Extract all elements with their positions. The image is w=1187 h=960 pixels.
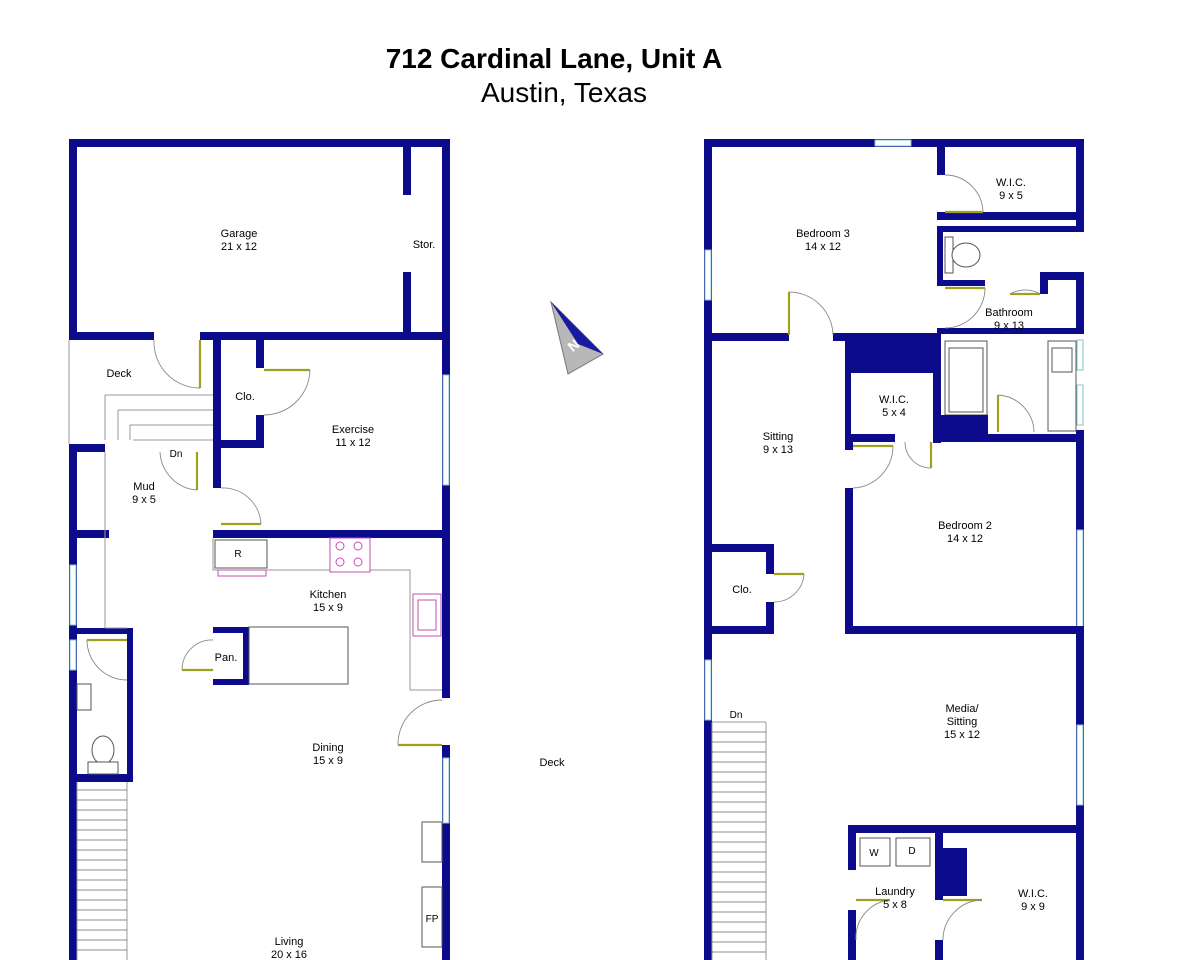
plan-title: 712 Cardinal Lane, Unit A: [386, 43, 723, 74]
garage-name: Garage: [221, 228, 258, 240]
dining-size: 15 x 9: [313, 755, 343, 767]
media-size: 15 x 12: [944, 729, 980, 741]
mud-size: 9 x 5: [132, 494, 156, 506]
deck-side-name: Deck: [539, 757, 565, 769]
exercise-name: Exercise: [332, 424, 374, 436]
bathroom-name: Bathroom: [985, 307, 1033, 319]
kitchen-size: 15 x 9: [313, 602, 343, 614]
wic-bottom-name: W.I.C.: [1018, 888, 1048, 900]
wic-top-name: W.I.C.: [996, 177, 1026, 189]
sitting-name: Sitting: [763, 431, 794, 443]
exercise-size: 11 x 12: [335, 437, 370, 449]
north-arrow-icon: N: [550, 300, 604, 375]
deck-top-name: Deck: [106, 368, 132, 380]
down-label-second: Dn: [730, 710, 743, 721]
wic-mid-name: W.I.C.: [879, 394, 909, 406]
media-name-line2: Sitting: [947, 716, 978, 728]
kitchen-name: Kitchen: [310, 589, 347, 601]
plan-subtitle: Austin, Texas: [481, 77, 647, 108]
wic-mid-size: 5 x 4: [882, 407, 906, 419]
closet-name: Clo.: [235, 391, 255, 403]
living-size: 20 x 16: [271, 949, 307, 960]
second-floor: W D: [704, 139, 1084, 960]
down-label-first: Dn: [170, 449, 183, 460]
bathroom-size: 9 x 13: [994, 320, 1024, 332]
media-name-line1: Media/: [945, 703, 979, 715]
pantry-name: Pan.: [215, 652, 238, 664]
storage-name: Stor.: [413, 239, 436, 251]
washer-label: W: [869, 848, 879, 859]
closet2-name: Clo.: [732, 584, 752, 596]
garage-size: 21 x 12: [221, 241, 257, 253]
laundry-size: 5 x 8: [883, 899, 907, 911]
wic-bottom-size: 9 x 9: [1021, 901, 1045, 913]
living-name: Living: [275, 936, 304, 948]
range-icon: [329, 537, 371, 573]
bedroom2-name: Bedroom 2: [938, 520, 992, 532]
first-floor: R: [68, 139, 565, 960]
bedroom3-size: 14 x 12: [805, 241, 841, 253]
bedroom3-name: Bedroom 3: [796, 228, 850, 240]
sitting-size: 9 x 13: [763, 444, 793, 456]
laundry-name: Laundry: [875, 886, 915, 898]
bedroom2-size: 14 x 12: [947, 533, 983, 545]
dining-name: Dining: [312, 742, 343, 754]
mud-name: Mud: [133, 481, 154, 493]
fireplace-label: FP: [426, 914, 439, 925]
fridge-label: R: [234, 549, 241, 560]
dryer-label: D: [908, 846, 915, 857]
wic-top-size: 9 x 5: [999, 190, 1023, 202]
